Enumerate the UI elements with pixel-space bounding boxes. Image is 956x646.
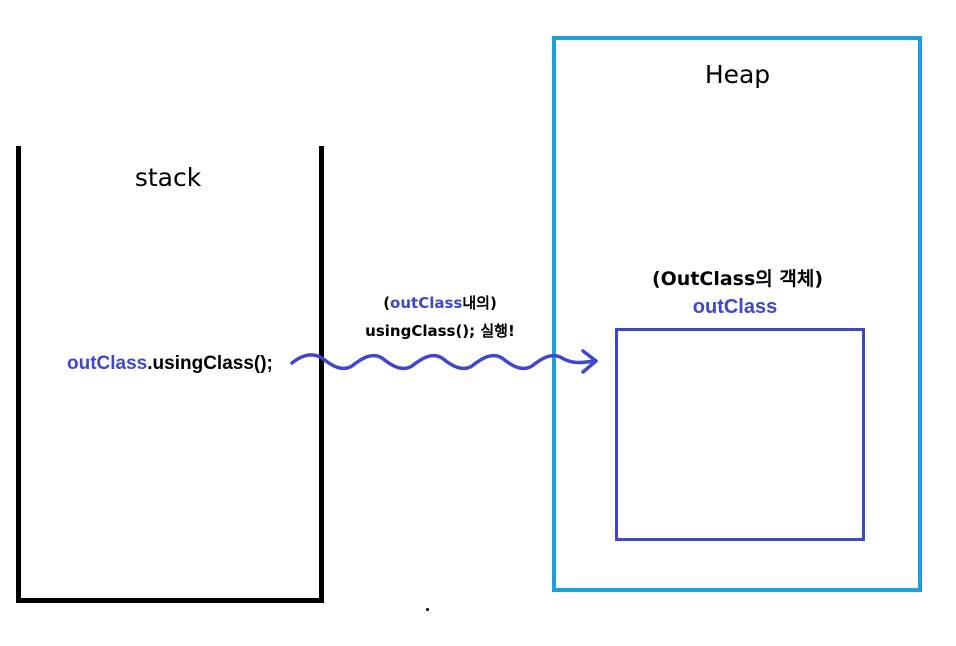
wavy-arrow-path — [290, 353, 596, 371]
arrow-note-line1: (outClass내의) — [365, 292, 515, 313]
arrow-note-rest: 내의) — [462, 294, 497, 312]
stack-title: stack — [134, 163, 202, 192]
arrow-note-line2: usingClass(); 실행! — [365, 322, 515, 340]
stack-container — [16, 146, 324, 603]
stack-call-method: .usingClass(); — [147, 353, 273, 374]
stack-method-call: outClass.usingClass(); — [67, 353, 273, 375]
object-name: outClass — [692, 296, 778, 318]
object-caption: (OutClass의 객체) — [651, 268, 824, 290]
heap-title: Heap — [704, 60, 771, 89]
heap-container — [552, 36, 922, 592]
stack-call-object: outClass — [67, 353, 148, 374]
stray-dot — [426, 608, 429, 611]
arrow-note-object: outClass — [390, 294, 463, 312]
arrow-note-open-paren: ( — [383, 294, 391, 312]
outclass-object-box — [615, 328, 865, 541]
